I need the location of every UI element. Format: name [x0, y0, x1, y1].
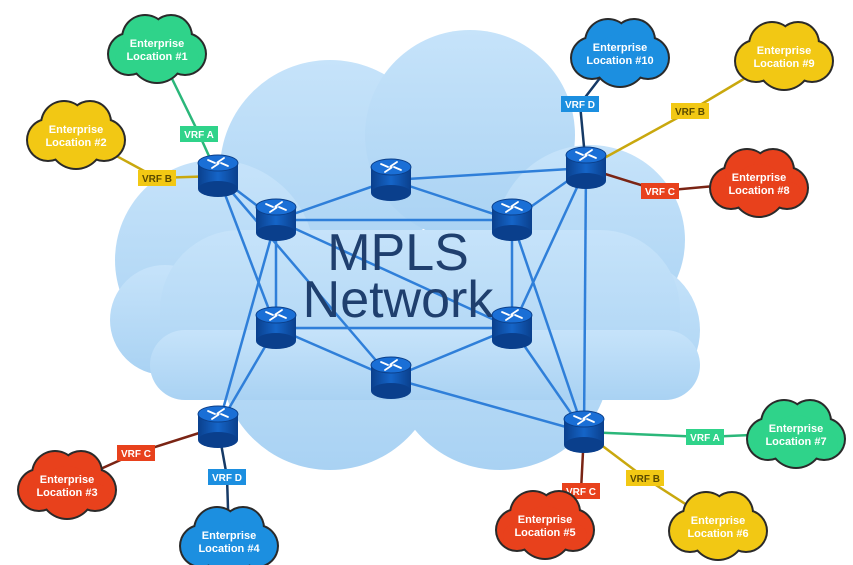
routers: [197, 146, 607, 453]
vrf-tag: VRF D: [208, 469, 246, 485]
vrf-tag: VRF B: [138, 170, 176, 186]
mpls-cloud: [110, 30, 700, 470]
core-link: [390, 166, 587, 182]
location-label-line-2: Location #9: [753, 58, 814, 70]
location-label-line-1: Enterprise: [757, 45, 811, 57]
core-link: [275, 218, 513, 330]
router-icon: [255, 306, 297, 349]
core-link: [510, 219, 586, 433]
location-label-line-2: Location #1: [126, 51, 187, 63]
router-icon: [563, 410, 605, 453]
core-link: [510, 167, 588, 329]
vrf-tag: VRF A: [180, 126, 218, 142]
router-icon: [370, 158, 412, 201]
core-link: [390, 326, 513, 380]
location-label-line-2: Location #7: [765, 436, 826, 448]
vrf-tag: VRF A: [686, 429, 724, 445]
vrf-label: VRF B: [675, 107, 705, 118]
location-label-line-1: Enterprise: [593, 42, 647, 54]
vrf-label: VRF C: [645, 187, 675, 198]
router-icon: [197, 405, 239, 448]
core-link: [216, 219, 278, 428]
router-icon: [370, 356, 412, 399]
location-label-line-1: Enterprise: [691, 515, 745, 527]
vrf-label: VRF D: [212, 473, 242, 484]
location-label-line-1: Enterprise: [130, 38, 184, 50]
vrf-tag: VRF D: [561, 96, 599, 112]
vrf-label: VRF C: [566, 487, 596, 498]
location-label-line-1: Enterprise: [202, 530, 256, 542]
location-label-line-1: Enterprise: [732, 172, 786, 184]
title-line-1: MPLS: [327, 224, 469, 282]
vrf-label: VRF D: [565, 100, 595, 111]
core-link: [216, 175, 278, 329]
location-label-line-2: Location #2: [45, 137, 106, 149]
core-link: [390, 178, 513, 222]
location-label-line-2: Location #3: [36, 487, 97, 499]
location-label-line-2: Location #8: [728, 185, 789, 197]
router-icon: [255, 198, 297, 241]
location-label-line-1: Enterprise: [40, 474, 94, 486]
vrf-label: VRF B: [630, 474, 660, 485]
vrf-tag: VRF C: [641, 183, 679, 199]
title-line-2: Network: [303, 271, 495, 329]
vrf-label: VRF A: [690, 433, 720, 444]
vrf-label: VRF A: [184, 130, 214, 141]
vrf-label: VRF C: [121, 449, 151, 460]
vrf-tags: VRF A VRF B VRF C VRF D VRF C VRF B VRF A VRF C…: [117, 96, 724, 499]
core-link: [582, 167, 588, 433]
router-icon: [197, 154, 239, 197]
location-label-line-2: Location #4: [198, 543, 260, 555]
location-label-line-2: Location #6: [687, 528, 748, 540]
location-label-line-1: Enterprise: [518, 514, 572, 526]
router-icon: [565, 146, 607, 189]
vrf-tag: VRF B: [626, 470, 664, 486]
vrf-tag: VRF C: [117, 445, 155, 461]
core-link: [217, 175, 392, 379]
network-title: MPLS Network: [303, 224, 495, 329]
core-link: [390, 376, 585, 434]
router-icon: [491, 198, 533, 241]
location-label-line-2: Location #5: [514, 527, 575, 539]
vrf-tag: VRF B: [671, 103, 709, 119]
location-label-line-2: Location #10: [586, 55, 653, 67]
location-label-line-1: Enterprise: [49, 124, 103, 136]
router-icon: [491, 306, 533, 349]
location-label-line-1: Enterprise: [769, 423, 823, 435]
vrf-label: VRF B: [142, 174, 172, 185]
